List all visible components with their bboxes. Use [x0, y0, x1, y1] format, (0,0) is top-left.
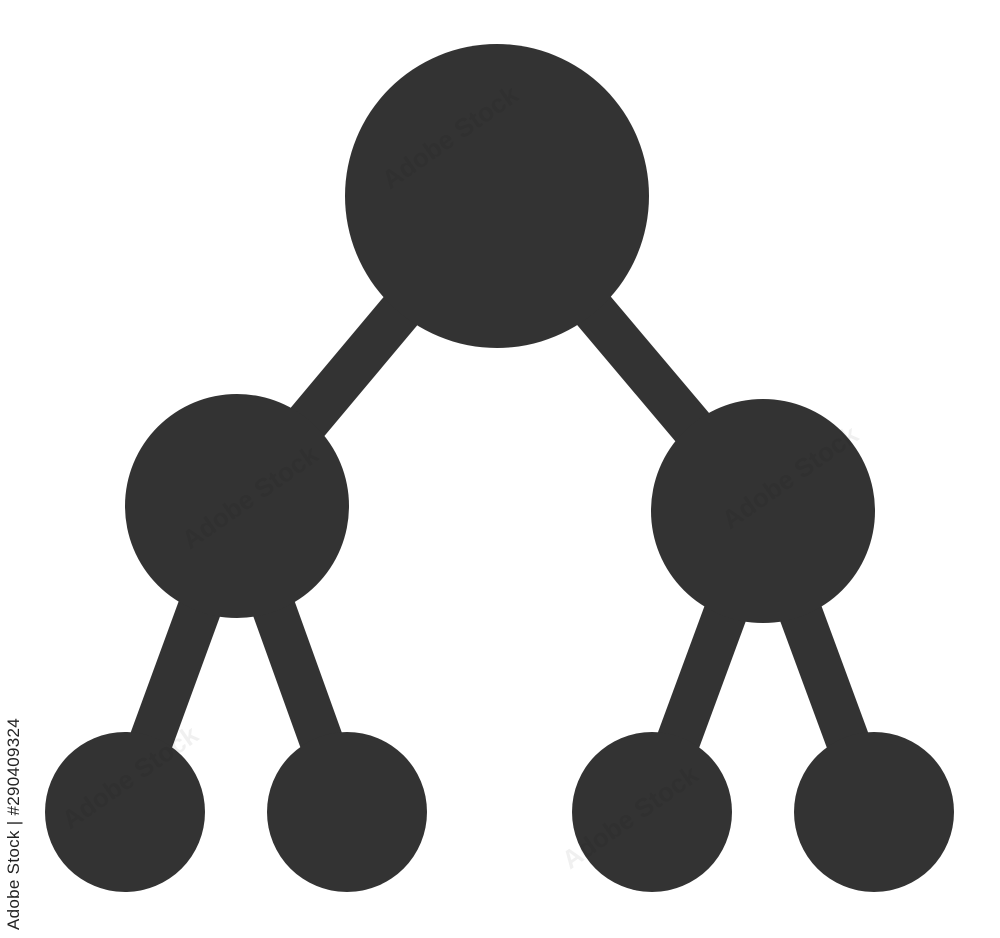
leaf-node-4	[794, 732, 954, 892]
leaf-node-2	[267, 732, 427, 892]
leaf-node-3	[572, 732, 732, 892]
child-node-right	[651, 399, 875, 623]
leaf-node-1	[45, 732, 205, 892]
stock-id-label: Adobe Stock | #290409324	[4, 717, 23, 930]
tree-nodes	[45, 44, 954, 892]
root-node	[345, 44, 649, 348]
child-node-left	[125, 394, 349, 618]
